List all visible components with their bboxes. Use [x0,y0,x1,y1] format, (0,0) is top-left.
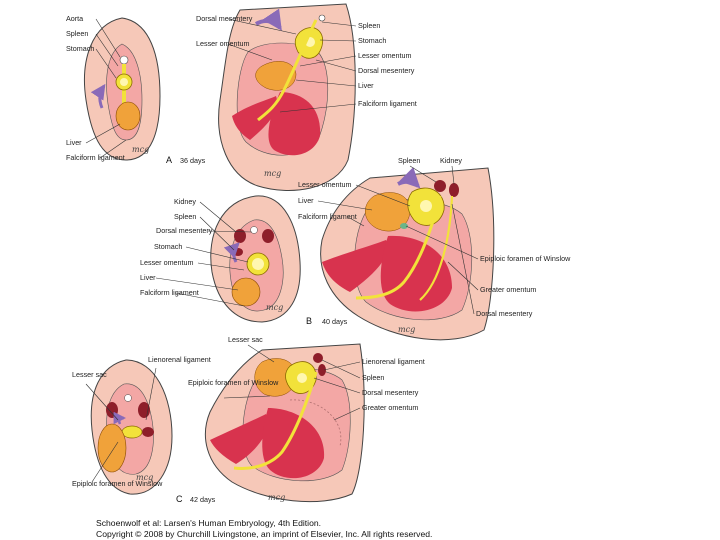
rotation-arrow-icon [223,242,240,263]
panel-c-letter: C [176,494,183,504]
panel-c: mcg Lesser sac Lienorenal ligament Epipl… [72,335,425,504]
panel-b-letter: B [306,316,312,326]
rotation-arrow-icon [254,8,282,31]
label-spleen: Spleen [398,156,420,165]
panel-b: mcg Kidney Spleen Dorsal mesentery Stoma… [140,156,571,341]
label-liver: Liver [358,81,374,90]
artist-signature: mcg [136,473,153,482]
label-epiploic-foramen: Epiploic foramen of Winslow [72,479,163,488]
copyright-caption: Schoenwolf et al: Larsen's Human Embryol… [96,518,616,539]
label-kidney: Kidney [174,197,196,206]
label-epiploic-foramen: Epiploic foramen of Winslow [480,254,571,263]
label-aorta: Aorta [66,14,83,23]
label-spleen: Spleen [174,212,196,221]
caption-line-2: Copyright © 2008 by Churchill Livingston… [96,528,433,539]
label-epiploic-foramen: Epiploic foramen of Winslow [188,378,279,387]
panel-a-letter: A [166,155,172,165]
panel-b-age: 40 days [322,317,348,326]
panel-a: mcg Aorta Spleen Stomach Liver Falciform… [66,3,417,191]
label-falciform-ligament: Falciform ligament [298,212,357,221]
label-lesser-omentum: Lesser omentum [298,180,352,189]
rotation-arrow-icon [113,411,127,425]
panel-b-sagittal: mcg [320,167,495,341]
artist-signature: mcg [268,493,285,502]
label-falciform-ligament: Falciform ligament [358,99,417,108]
label-stomach: Stomach [358,36,386,45]
aorta-shape [119,55,129,65]
label-greater-omentum: Greater omentum [480,285,536,294]
label-liver: Liver [298,196,314,205]
panel-c-sagittal: mcg [204,343,365,503]
panel-a-cross-section: mcg [84,17,161,161]
artist-signature: mcg [398,325,415,334]
artist-signature: mcg [132,145,149,154]
caption-line-1: Schoenwolf et al: Larsen's Human Embryol… [96,518,322,528]
label-stomach: Stomach [66,44,94,53]
label-lesser-omentum: Lesser omentum [358,51,412,60]
label-falciform-ligament: Falciform ligament [140,288,199,297]
label-dorsal-mesentery: Dorsal mesentery [196,14,253,23]
liver-shape [115,101,141,131]
label-lienorenal-ligament: Lienorenal ligament [148,355,211,364]
label-dorsal-mesentery: Dorsal mesentery [358,66,415,75]
label-lienorenal-ligament: Lienorenal ligament [362,357,425,366]
label-liver: Liver [140,273,156,282]
panel-b-cross-section: mcg [210,195,301,323]
label-falciform-ligament: Falciform ligament [66,153,125,162]
label-spleen: Spleen [362,373,384,382]
rotation-arrow-icon [397,167,421,189]
label-greater-omentum: Greater omentum [362,403,418,412]
label-lesser-omentum: Lesser omentum [196,39,250,48]
panel-a-sagittal: mcg [218,3,356,191]
label-lesser-sac: Lesser sac [228,335,263,344]
label-kidney: Kidney [440,156,462,165]
liver-shape [231,277,261,307]
label-dorsal-mesentery: Dorsal mesentery [362,388,419,397]
label-stomach: Stomach [154,242,182,251]
panel-c-age: 42 days [190,495,216,504]
label-lesser-sac: Lesser sac [72,370,107,379]
panel-a-age: 36 days [180,156,206,165]
label-spleen: Spleen [66,29,88,38]
panel-c-cross-section: mcg [90,359,173,495]
rotation-arrow-icon [90,83,106,109]
artist-signature: mcg [264,169,281,178]
label-spleen: Spleen [358,21,380,30]
label-dorsal-mesentery: Dorsal mesentery [476,309,533,318]
label-lesser-omentum: Lesser omentum [140,258,194,267]
artist-signature: mcg [266,303,283,312]
label-dorsal-mesentery: Dorsal mesentery [156,226,213,235]
label-liver: Liver [66,138,82,147]
